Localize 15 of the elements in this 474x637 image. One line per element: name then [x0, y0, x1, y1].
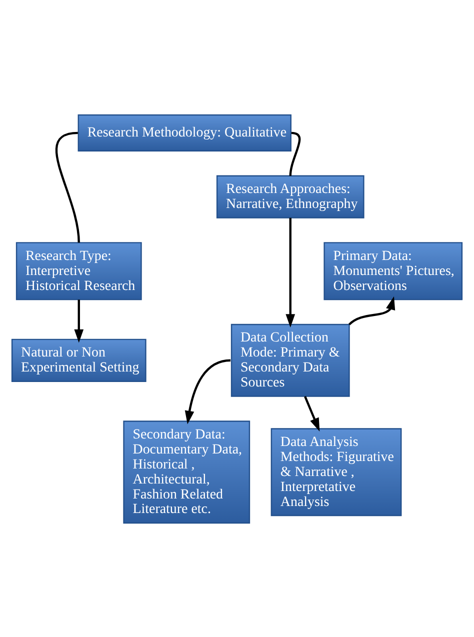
node-box: Data Collection Mode: Primary & Secondary Data Sources — [230, 323, 350, 396]
arrow — [74, 299, 84, 342]
arrow — [184, 358, 231, 424]
node-box: Secondary Data: Documentary Data, Historical , Architectural, Fashion Related Literature etc. — [123, 420, 250, 524]
node-box: Research Approaches: Narrative, Ethnography — [216, 174, 364, 218]
node-box: Primary Data: Monuments' Pictures, Observations — [324, 242, 463, 300]
arrow — [304, 396, 320, 431]
arrow — [286, 217, 296, 328]
arrow — [348, 296, 396, 325]
node-box: Research Type: Interpretive Historical Research — [16, 242, 142, 300]
node-box: Data Analysis Methods: Figurative & Narrative , Interpretative Analysis — [270, 428, 402, 516]
connector — [55, 131, 80, 242]
node-box: Research Methodology: Qualitative — [78, 114, 292, 151]
connector — [289, 131, 301, 176]
node-box: Natural or Non Experimental Setting — [11, 338, 146, 382]
